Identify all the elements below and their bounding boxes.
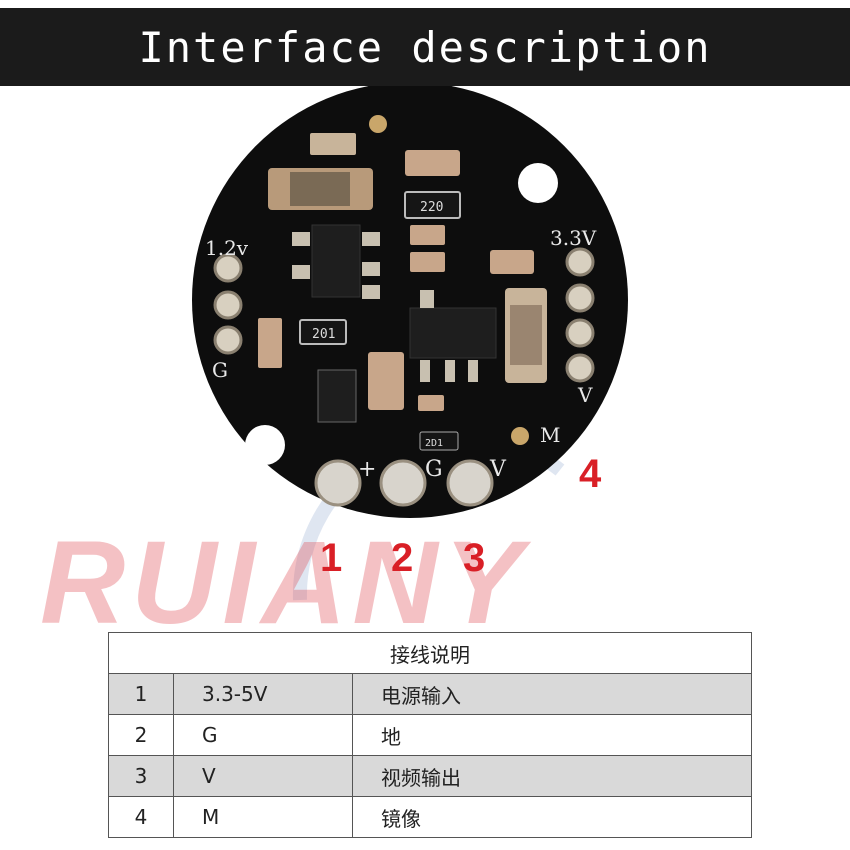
- row-description: 镜像: [352, 796, 752, 838]
- table-row: 1 3.3-5V 电源输入: [108, 673, 752, 715]
- pad-right-2: [565, 283, 595, 313]
- resistor-mark-201: 201: [312, 327, 335, 342]
- pad-left-3: [213, 325, 243, 355]
- row-signal: M: [173, 796, 353, 838]
- capacitor-top-mid: [405, 150, 460, 176]
- solder-pad-2: [379, 459, 427, 507]
- callout-1: 1: [320, 536, 343, 580]
- silk-label-1v2: 1.2v: [205, 236, 249, 260]
- silk-label-g-bottom: G: [425, 457, 443, 482]
- resistor-201: [299, 319, 347, 345]
- table-row: 3 V 视频输出: [108, 755, 752, 797]
- row-number: 3: [108, 755, 174, 797]
- resistor-mark-220: 220: [420, 200, 443, 215]
- silk-label-3v3: 3.3V: [550, 226, 597, 250]
- silk-label-v-bottom: V: [489, 457, 507, 482]
- via-bottom-right: [511, 427, 529, 445]
- resistor-top: [310, 133, 356, 155]
- row-number: 4: [108, 796, 174, 838]
- solder-pad-1: [314, 459, 362, 507]
- table-row: 2 G 地: [108, 714, 752, 756]
- silk-label-g-left: G: [212, 358, 228, 382]
- resistor-220: [404, 191, 461, 219]
- wiring-table: 接线说明 1 3.3-5V 电源输入 2 G 地 3 V 视频输出 4 M 镜像: [108, 632, 752, 838]
- pad-left-1: [213, 253, 243, 283]
- pad-right-3: [565, 318, 595, 348]
- table-title: 接线说明: [108, 632, 752, 674]
- silk-label-plus: +: [358, 457, 376, 482]
- page-title: Interface description: [138, 22, 712, 72]
- row-description: 电源输入: [352, 673, 752, 715]
- callout-4: 4: [579, 452, 602, 496]
- row-signal: G: [173, 714, 353, 756]
- table-header-row: 接线说明: [108, 632, 752, 674]
- row-signal: V: [173, 755, 353, 797]
- capacitor-mid: [410, 225, 445, 245]
- via-top: [369, 115, 387, 133]
- brand-watermark: RUIANY: [40, 517, 529, 649]
- callout-3: 3: [463, 536, 486, 580]
- diode: [317, 369, 357, 423]
- row-description: 视频输出: [352, 755, 752, 797]
- resistor-2D1: [419, 431, 459, 451]
- row-signal: 3.3-5V: [173, 673, 353, 715]
- table-row: 4 M 镜像: [108, 796, 752, 838]
- regulator-ic: [409, 307, 497, 359]
- silk-label-v-right: V: [577, 383, 593, 407]
- ic-left: [311, 224, 361, 298]
- row-description: 地: [352, 714, 752, 756]
- callout-2: 2: [391, 536, 414, 580]
- row-number: 1: [108, 673, 174, 715]
- header-banner: Interface description: [0, 8, 850, 86]
- capacitor-bottom-mid: [368, 352, 404, 410]
- pad-right-1: [565, 247, 595, 277]
- capacitor-right-top: [490, 250, 534, 274]
- silk-label-m: M: [540, 423, 560, 447]
- row-number: 2: [108, 714, 174, 756]
- mounting-hole-top-right: [518, 163, 558, 203]
- mounting-hole-bottom-left: [245, 425, 285, 465]
- pcb-photo: 220 201 2D1 1.2v G 3.3V V M + G V: [192, 86, 628, 601]
- pad-right-4: [565, 353, 595, 383]
- pad-left-2: [213, 290, 243, 320]
- capacitor-left: [258, 318, 282, 368]
- resistor-mark-2D1: 2D1: [425, 438, 443, 449]
- solder-pad-3: [446, 459, 494, 507]
